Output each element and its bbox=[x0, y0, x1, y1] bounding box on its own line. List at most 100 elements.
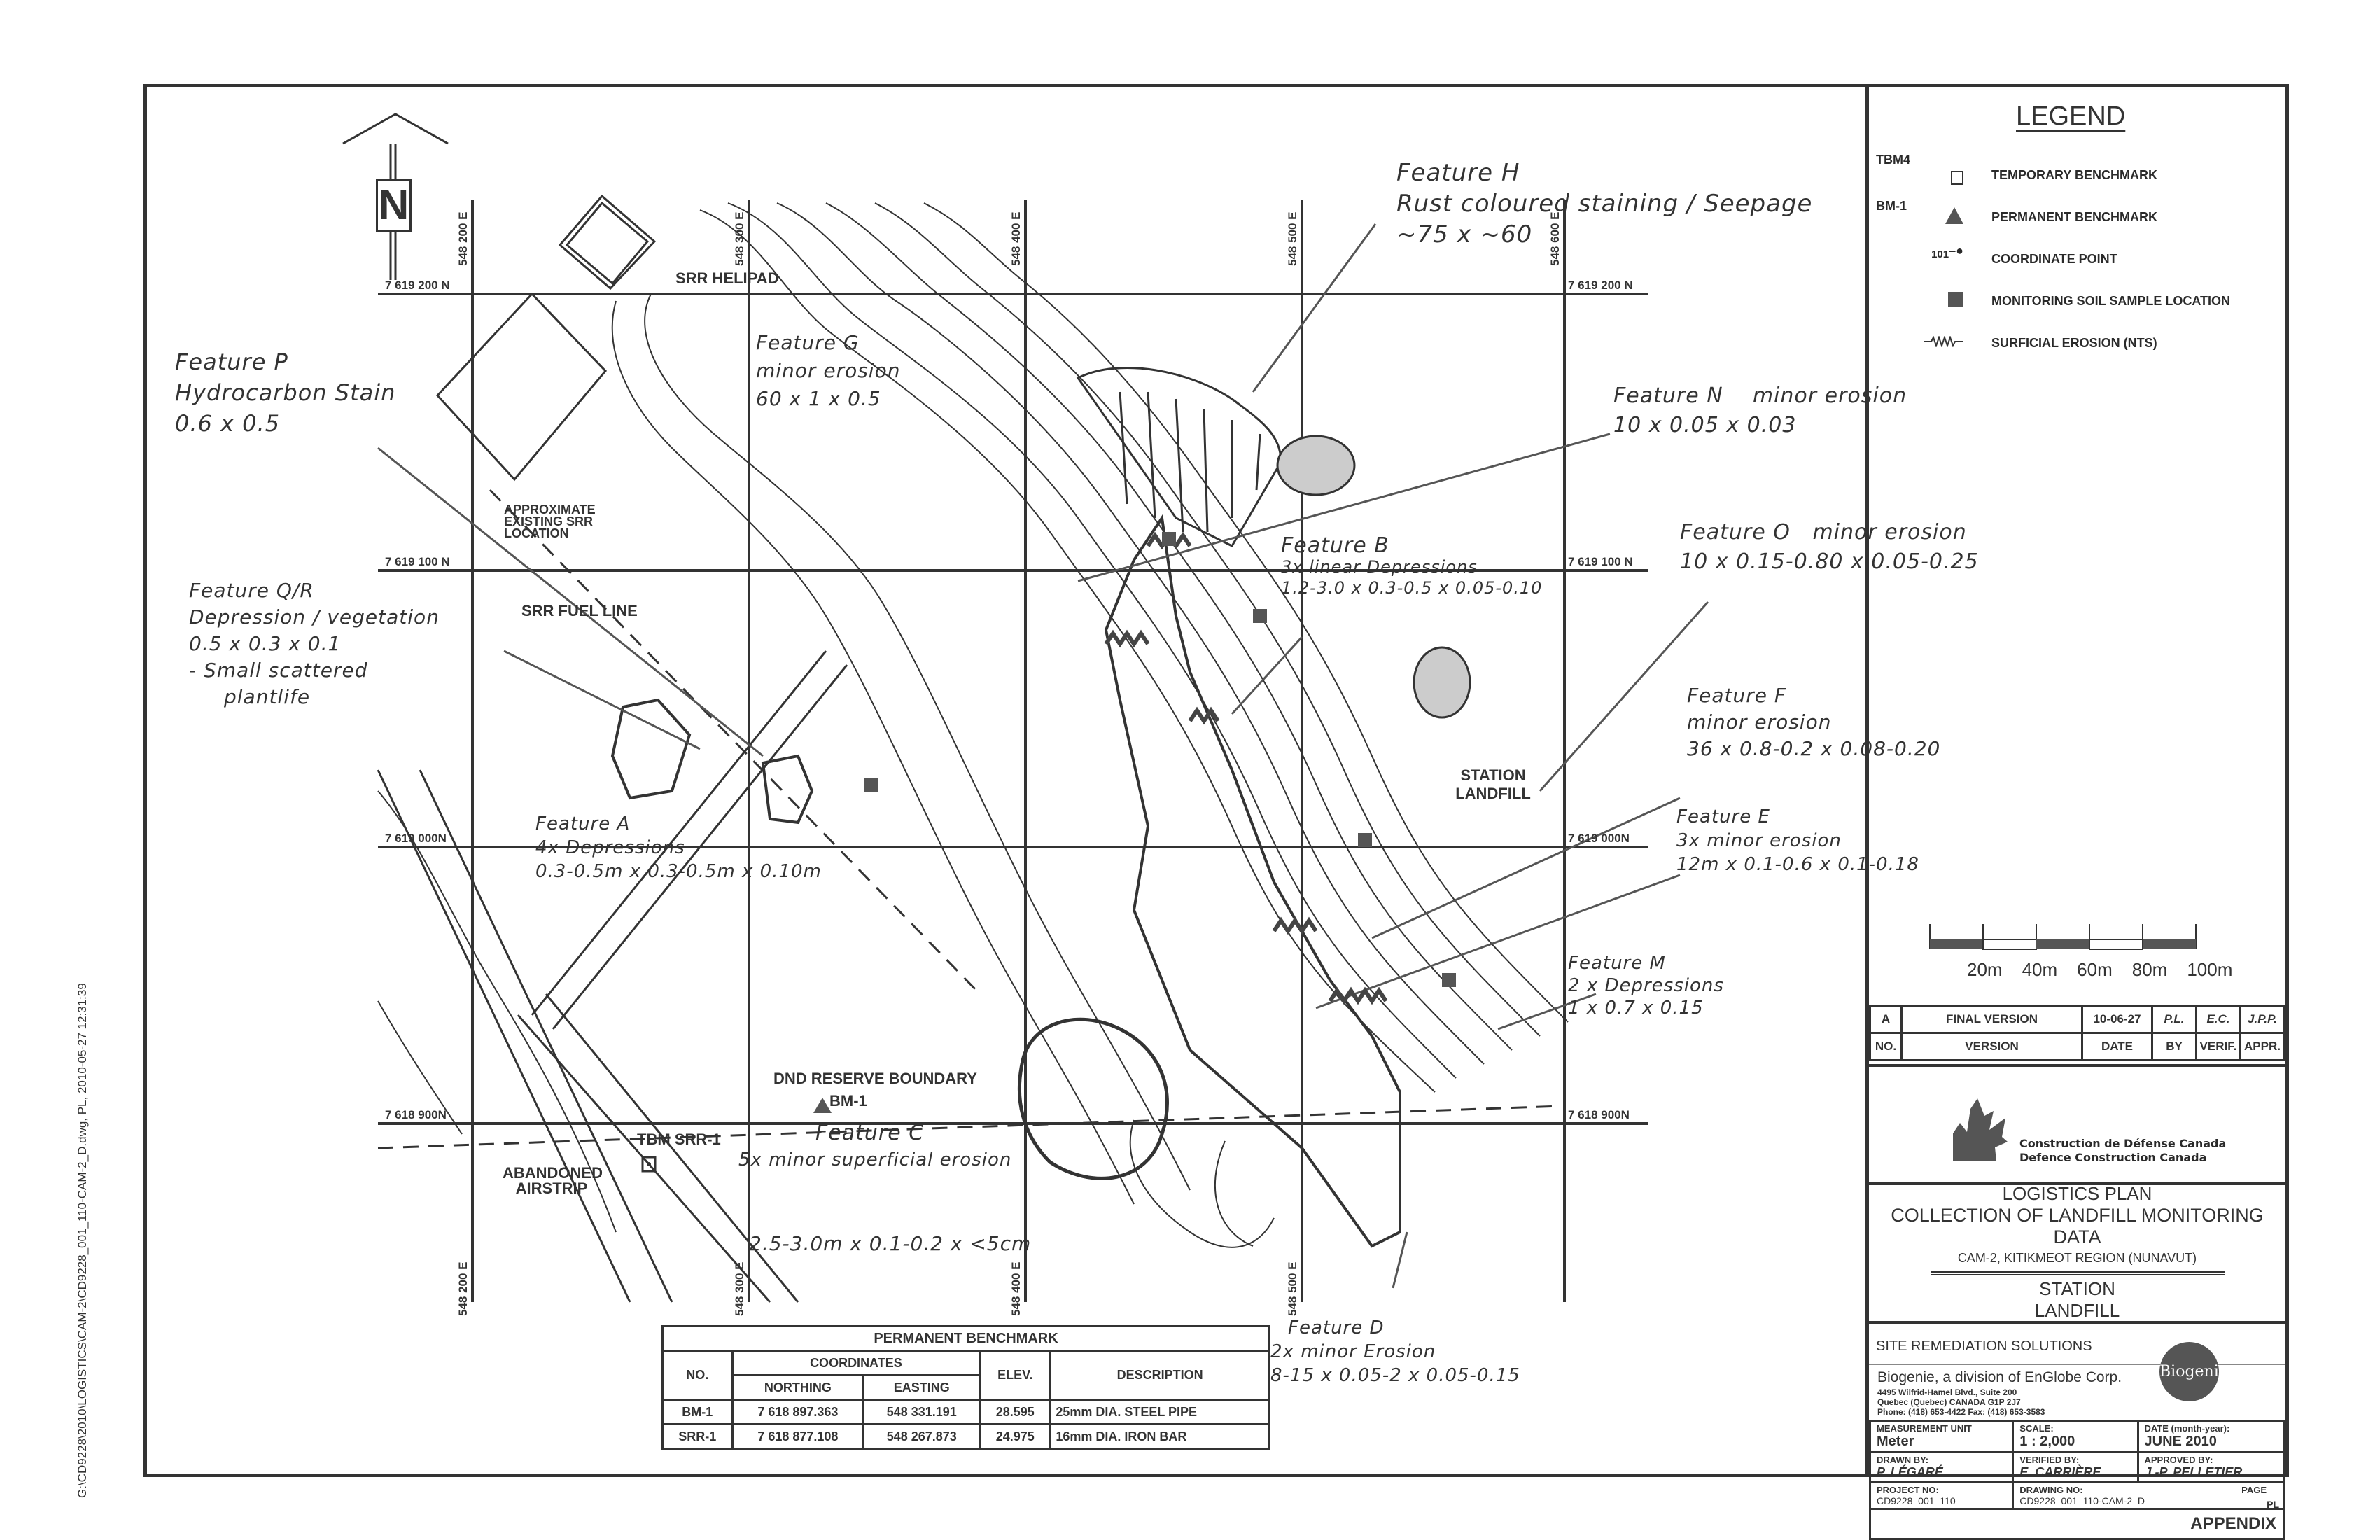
srr-location-label: APPROXIMATE EXISTING SRR LOCATION bbox=[504, 503, 596, 540]
rev-header-no: NO. bbox=[1869, 1032, 1903, 1061]
drawing-no-cell: DRAWING NO:CD9228_001_110-CAM-2_D PAGE P… bbox=[2012, 1481, 2286, 1510]
consultant-heading: SITE REMEDIATION SOLUTIONS bbox=[1876, 1338, 2092, 1354]
feature-dimensions: 10 x 0.15-0.80 x 0.05-0.25 bbox=[1680, 550, 1979, 574]
col-description: DESCRIPTION bbox=[1049, 1350, 1270, 1401]
feature-d-annotation: Feature D 2x minor Erosion 8-15 x 0.05-2… bbox=[1270, 1316, 1520, 1387]
station-landfill-label: STATION LANDFILL bbox=[1455, 766, 1531, 802]
rev-header-date: DATE bbox=[2081, 1032, 2153, 1061]
maple-leaf-logo-icon bbox=[1953, 1098, 2008, 1161]
feature-title: Feature P bbox=[175, 349, 288, 375]
feature-description: minor erosion bbox=[1752, 384, 1907, 408]
title-line-1: LOGISTICS PLAN bbox=[2002, 1183, 2152, 1204]
field-label: PROJECT NO: bbox=[1877, 1485, 1939, 1495]
grid-northing-label: 7 619 100 N bbox=[1568, 555, 1633, 568]
landfill-outline bbox=[1104, 514, 1401, 1248]
feature-title: Feature F bbox=[1687, 684, 1786, 707]
permanent-benchmark-table: PERMANENT BENCHMARK NO. COORDINATES ELEV… bbox=[662, 1325, 1270, 1450]
drawn-by: P. LÉGARÉ bbox=[1877, 1465, 1943, 1479]
soil-sample-icon bbox=[1948, 291, 1963, 307]
grid-northing-label: 7 619 000N bbox=[1568, 832, 1630, 845]
feature-a-annotation: Feature A 4x Depressions 0.3-0.5m x 0.3-… bbox=[536, 812, 822, 883]
scale-bar-labels: 20m 40m 60m 80m 100m bbox=[1967, 959, 2232, 981]
feature-dimensions: ~75 x ~60 bbox=[1396, 220, 1533, 248]
revision-table: A FINAL VERSION 10-06-27 P.L. E.C. J.P.P… bbox=[1869, 1004, 2286, 1061]
feature-description: Rust coloured staining / Seepage bbox=[1396, 190, 1813, 218]
feature-title: Feature B bbox=[1281, 533, 1390, 558]
feature-dimensions: 0.6 x 0.5 bbox=[175, 410, 281, 437]
depression-a bbox=[610, 698, 692, 800]
legend-symbol bbox=[1869, 291, 1963, 311]
approved-by-cell: APPROVED BY:J.-P. PELLETIER bbox=[2136, 1451, 2286, 1483]
helipad-shape bbox=[558, 194, 657, 290]
appendix-label: APPENDIX bbox=[2190, 1514, 2276, 1533]
feature-note: - Small scattered bbox=[189, 659, 368, 682]
legend-item: SURFICIAL EROSION (NTS) bbox=[1869, 329, 2275, 357]
scale-bar bbox=[1928, 924, 2198, 952]
soil-sample-icon bbox=[1358, 833, 1372, 847]
drawing-no: CD9228_001_110-CAM-2_D bbox=[2019, 1495, 2146, 1506]
feature-description: 3x minor erosion bbox=[1676, 830, 1842, 851]
feature-title: Feature Q/R bbox=[189, 579, 314, 602]
drawing-title: LOGISTICS PLAN COLLECTION OF LANDFILL MO… bbox=[1869, 1183, 2286, 1322]
rev-verif: E.C. bbox=[2195, 1004, 2241, 1034]
feature-c-annotation: Feature C 5x minor superficial erosion bbox=[738, 1120, 1011, 1173]
grid-northing-label: 7 618 900N bbox=[385, 1108, 447, 1121]
leader-lines bbox=[377, 223, 1709, 1289]
feature-description: minor erosion bbox=[1812, 520, 1967, 545]
date-cell: DATE (month-year):JUNE 2010 bbox=[2136, 1420, 2286, 1453]
consultant-phone: Phone: (418) 653-4422 Fax: (418) 653-358… bbox=[1877, 1407, 2045, 1417]
scale-cell: SCALE:1 : 2,000 bbox=[2012, 1420, 2139, 1453]
field-label: DRAWING NO: bbox=[2019, 1485, 2083, 1495]
feature-n-annotation: Feature N minor erosion 10 x 0.05 x 0.03 bbox=[1614, 382, 1907, 440]
legend-symbol: TBM4 bbox=[1869, 153, 1963, 185]
feature-dimensions: 1.2-3.0 x 0.3-0.5 x 0.05-0.10 bbox=[1281, 578, 1543, 598]
feature-g-annotation: Feature G minor erosion 60 x 1 x 0.5 bbox=[756, 329, 900, 413]
feature-title: Feature M bbox=[1568, 953, 1666, 974]
depression-c bbox=[1017, 1017, 1169, 1180]
bm1-label: BM-1 bbox=[830, 1092, 867, 1110]
feature-description: 2 x Depressions bbox=[1568, 975, 1724, 996]
title-line-5: LANDFILL bbox=[2034, 1300, 2120, 1321]
col-elev: ELEV. bbox=[979, 1350, 1052, 1401]
sample-markers bbox=[864, 532, 1456, 987]
feature-description: 3x linear Depressions bbox=[1281, 557, 1478, 577]
depression-b bbox=[761, 754, 814, 825]
feature-dimensions: 36 x 0.8-0.2 x 0.08-0.20 bbox=[1687, 737, 1941, 760]
grid-northing-label: 7 618 900N bbox=[1568, 1108, 1630, 1121]
revision-row: A FINAL VERSION 10-06-27 P.L. E.C. J.P.P… bbox=[1869, 1004, 2286, 1034]
feature-title: Feature E bbox=[1676, 806, 1770, 827]
grid-easting-label: 548 300 E bbox=[733, 1261, 746, 1316]
legend-symbol: 101–● bbox=[1869, 244, 1963, 267]
client-panel: Construction de Défense Canada Defence C… bbox=[1869, 1064, 2286, 1185]
contour-lines bbox=[377, 202, 1569, 1248]
col-easting: EASTING bbox=[862, 1374, 981, 1401]
feature-h-seepage-area bbox=[1076, 367, 1282, 547]
rev-header-appr: APPR. bbox=[2239, 1032, 2286, 1061]
legend-item: TBM4 TEMPORARY BENCHMARK bbox=[1869, 153, 2275, 189]
scale-label: 40m bbox=[2022, 959, 2058, 980]
field-label: VERIFIED BY: bbox=[2019, 1455, 2080, 1465]
feature-description: Hydrocarbon Stain bbox=[175, 379, 396, 406]
fuel-line bbox=[531, 650, 848, 1030]
title-line-2: COLLECTION OF LANDFILL MONITORING DATA bbox=[1891, 1205, 2264, 1247]
cell-northing: 7 618 877.108 bbox=[731, 1423, 865, 1450]
field-label: DATE (month-year): bbox=[2144, 1423, 2230, 1434]
helipad-label: SRR HELIPAD bbox=[676, 270, 779, 287]
scale-value: 1 : 2,000 bbox=[2019, 1434, 2076, 1449]
feature-dimensions: 60 x 1 x 0.5 bbox=[756, 387, 881, 410]
legend-symbol bbox=[1869, 335, 1963, 351]
consultant-name: Biogenie, a division of EnGlobe Corp. bbox=[1877, 1369, 2122, 1385]
cell-easting: 548 331.191 bbox=[862, 1399, 981, 1425]
col-coordinates: COORDINATES bbox=[731, 1350, 981, 1376]
legend-label: MONITORING SOIL SAMPLE LOCATION bbox=[1991, 293, 2231, 308]
scale-label: 100m bbox=[2187, 959, 2233, 980]
grid-easting-label: 548 500 E bbox=[1286, 211, 1299, 266]
feature-dimensions: 0.3-0.5m x 0.3-0.5m x 0.10m bbox=[536, 861, 822, 882]
feature-title: Feature C bbox=[816, 1121, 925, 1145]
legend-item: BM-1 PERMANENT BENCHMARK bbox=[1869, 199, 2275, 231]
table-row: BM-1 7 618 897.363 548 331.191 28.595 25… bbox=[662, 1399, 1270, 1425]
col-no: NO. bbox=[662, 1350, 734, 1401]
feature-description: 2x minor Erosion bbox=[1270, 1341, 1436, 1362]
surficial-erosion-marks bbox=[1104, 531, 1388, 1005]
grid-easting-label: 548 500 E bbox=[1286, 1261, 1299, 1316]
